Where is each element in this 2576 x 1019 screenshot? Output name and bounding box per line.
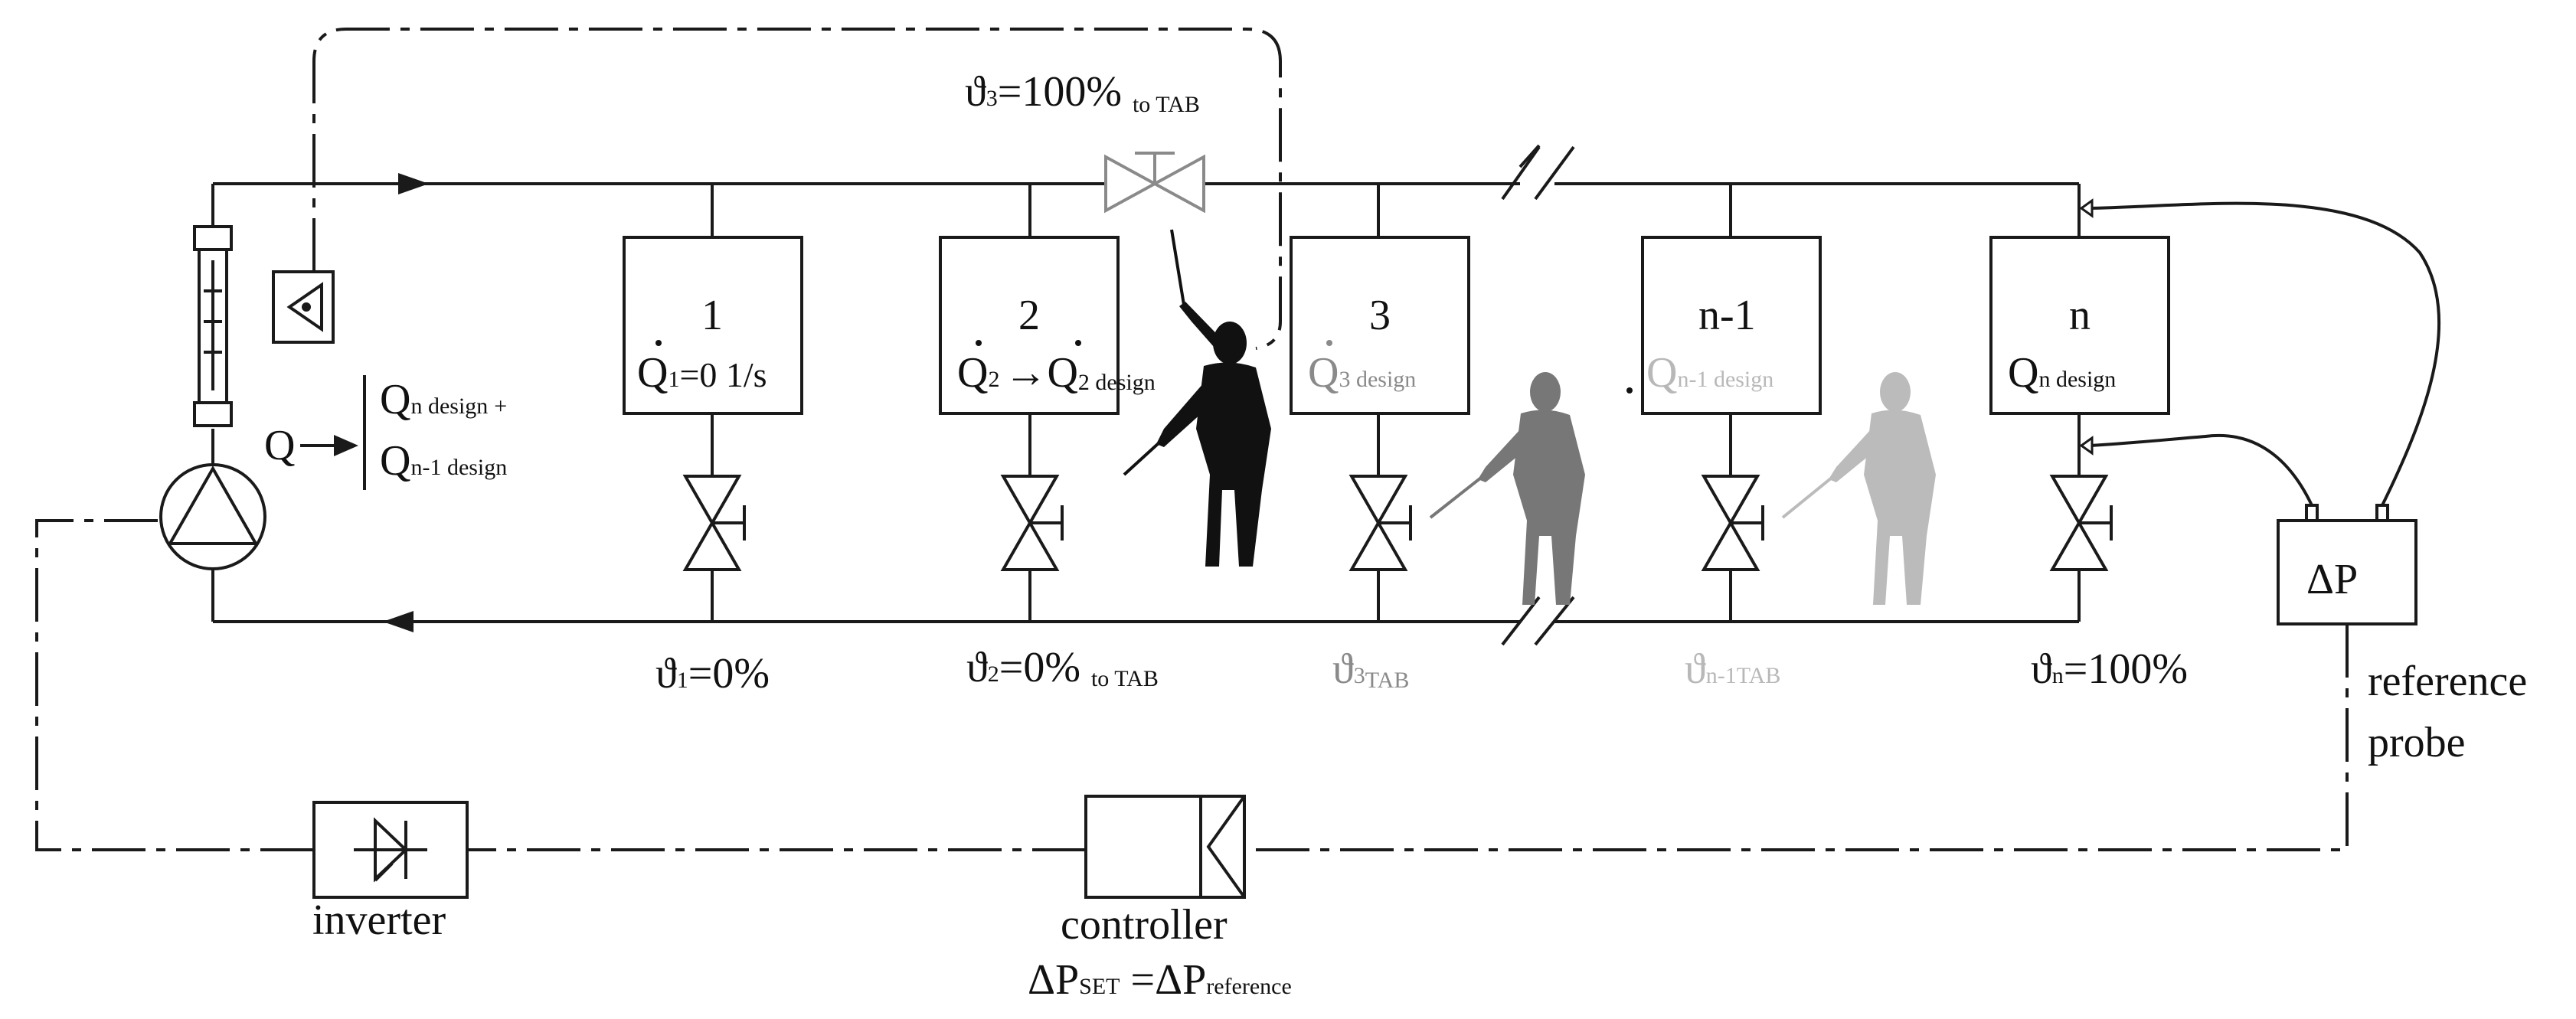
q-sum-line2: Qn-1 design (380, 437, 507, 485)
top-valve-label: ϑ3=100%to TAB (965, 68, 1200, 117)
two-way-valve-icon (1000, 475, 1064, 571)
valve-label-n: ϑn=100% (2031, 645, 2188, 693)
return-pipe (213, 596, 2079, 646)
inverter-icon (312, 801, 469, 899)
terminal-unit-n: n Qn design (1989, 236, 2170, 415)
terminal-title: 1 (701, 292, 723, 339)
two-way-valve-icon (1348, 475, 1412, 571)
controller-icon (1084, 795, 1246, 899)
controller-setpoint-label: ΔPSET =ΔPreference (1028, 956, 1292, 1004)
person-silhouette-icon (1123, 229, 1271, 567)
q-arrow-head-icon (334, 435, 358, 456)
dp-impulse-line-high (2090, 201, 2441, 506)
inverter-label: inverter (312, 897, 446, 944)
differential-pressure-sensor: ΔP (2277, 504, 2417, 625)
terminal-unit-1: 1 Q1=0 1/s (623, 236, 803, 415)
return-flow-arrow-icon (383, 611, 414, 632)
terminal-title: n-1 (1698, 292, 1756, 339)
terminal-flow-label: Qn-1 design (1646, 349, 1773, 397)
terminal-flow-label: Q3 design (1308, 349, 1416, 397)
person-silhouette-icon (1781, 372, 1936, 605)
control-signal-line (1244, 624, 2349, 851)
terminal-title: n (2069, 292, 2091, 339)
valve-label-2: ϑ2=0%to TAB (966, 644, 1159, 691)
flow-sensor-icon (272, 270, 335, 344)
three-way-valve-icon (1104, 152, 1205, 214)
controller-label: controller (1061, 901, 1228, 949)
q-label: Q (264, 422, 295, 469)
supply-flow-arrow-icon (398, 173, 429, 194)
terminal-title: 3 (1369, 292, 1391, 339)
terminal-unit-2: 2 Q2→Q2 design (939, 236, 1156, 415)
flow-sensor-signal-line (312, 28, 1282, 350)
reference-probe-label-line1: reference (2368, 658, 2527, 705)
terminal-unit-3: 3 Q3 design (1290, 236, 1470, 415)
two-way-valve-icon (1701, 475, 1764, 571)
supply-pipe (213, 144, 2079, 201)
terminal-title: 2 (1018, 292, 1040, 339)
valve-label-3: ϑ3TAB (1332, 645, 1409, 693)
reference-probe-label-line2: probe (2368, 719, 2466, 766)
person-silhouette-icon (1429, 372, 1585, 605)
terminal-flow-label: Q1=0 1/s (637, 349, 767, 397)
flowmeter-icon (193, 225, 233, 427)
valve-label-1: ϑ1=0% (655, 650, 770, 697)
terminal-unit-n-1: n-1 Qn-1 design (1626, 236, 1822, 415)
terminal-flow-label: Qn design (2008, 349, 2116, 397)
inverter-to-pump-line (35, 519, 314, 851)
q-sum-line1: Qn design+ (380, 376, 507, 423)
valve-label-n-1: ϑn-1TAB (1685, 645, 1780, 693)
two-way-valve-icon (2049, 475, 2113, 571)
dp-impulse-line-low (2090, 433, 2313, 506)
terminal-flow-label: Q2→Q2 design (957, 349, 1156, 397)
dp-label: ΔP (2306, 556, 2358, 603)
two-way-valve-icon (682, 475, 746, 571)
pump-icon (159, 463, 266, 570)
